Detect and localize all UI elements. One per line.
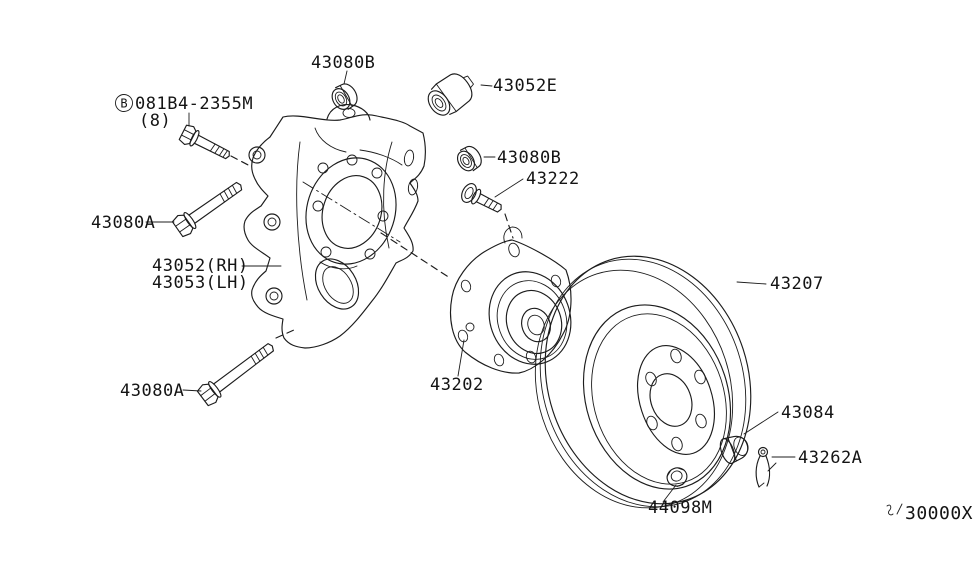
label-nut: 44098M bbox=[648, 498, 712, 518]
label-bushing-mid: 43080B bbox=[497, 148, 561, 168]
leader-lines bbox=[145, 70, 796, 503]
label-clip: 43262A bbox=[798, 448, 862, 468]
cap-drawing bbox=[719, 435, 749, 465]
bolt-code-badge-circle bbox=[115, 94, 133, 112]
bolt-code-badge: B bbox=[120, 97, 127, 111]
label-cap: 43084 bbox=[781, 403, 835, 423]
label-knuckle-rh: 43052(RH) bbox=[152, 256, 249, 276]
hub-drawing bbox=[449, 226, 572, 374]
diagram-code-text: 30000X bbox=[905, 503, 973, 524]
assembly-dashed-lines bbox=[230, 155, 514, 339]
knuckle-drawing bbox=[243, 104, 426, 349]
label-hub: 43202 bbox=[430, 375, 484, 395]
bushing-large-drawing bbox=[427, 73, 474, 116]
squiggle-glyph bbox=[886, 504, 894, 516]
nut-drawing bbox=[666, 467, 688, 487]
label-bolt-pin: 43222 bbox=[526, 169, 580, 189]
labels: 43080B 43052E B 081B4-2355M (8) 43080A 4… bbox=[91, 53, 973, 524]
label-bolt-left: 43080A bbox=[91, 213, 155, 233]
bushing-mid-drawing bbox=[456, 145, 482, 172]
bolt-pin-drawing bbox=[461, 183, 502, 213]
label-bolt-code-qty: (8) bbox=[139, 111, 171, 131]
squiggle-glyph bbox=[896, 503, 903, 515]
label-knuckle-lh: 43053(LH) bbox=[152, 273, 249, 293]
rotor-drawing bbox=[534, 255, 752, 509]
label-bushing-top: 43080B bbox=[311, 53, 375, 73]
label-rotor: 43207 bbox=[770, 274, 824, 294]
label-bolt-bottom: 43080A bbox=[120, 381, 184, 401]
bolt-bottom-drawing bbox=[196, 343, 274, 407]
bolt-left-drawing bbox=[171, 181, 243, 238]
diagram-code: 30000X bbox=[886, 503, 973, 524]
label-bolt-code: 081B4-2355M bbox=[135, 94, 253, 114]
bolt-code-drawing bbox=[178, 124, 230, 160]
clip-drawing bbox=[755, 446, 777, 488]
bushing-top-drawing bbox=[331, 83, 358, 110]
label-bushing-large: 43052E bbox=[493, 76, 557, 96]
